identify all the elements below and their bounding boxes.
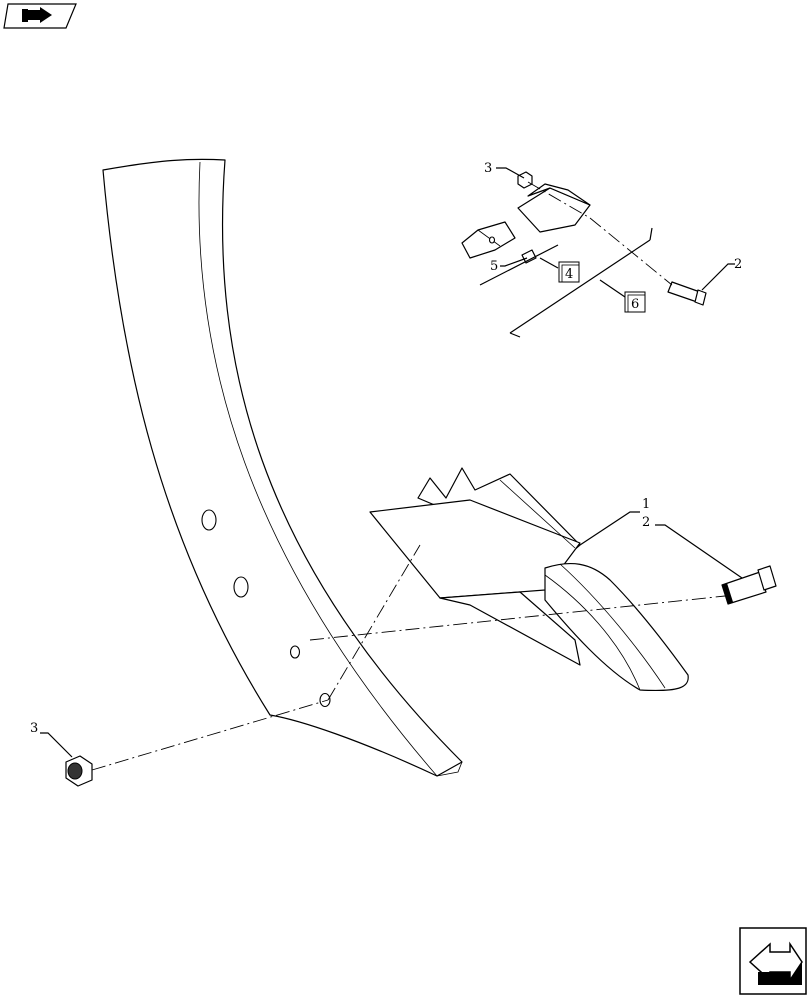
next-page-arrow-icon[interactable] [739,927,807,995]
shank [102,158,463,777]
callout-4-box: 4 [558,261,580,283]
shank-hole-4 [319,692,331,708]
svg-text:6: 6 [631,297,639,312]
callout-2-main: 2 [642,515,650,530]
shank-hole-2 [233,576,249,598]
callout-3-inset: 3 [484,161,492,176]
callout-6-box: 6 [624,291,646,313]
shank-hole-3 [289,645,301,659]
inset-detail [461,167,735,338]
nut-main [65,755,93,787]
point-assembly [369,467,689,692]
callout-5-inset: 5 [490,259,498,274]
callout-1: 1 [642,497,650,512]
bolt-main [721,565,777,605]
assembly-lines-main [91,544,726,771]
book-arrow-icon[interactable] [3,3,77,29]
shank-hole-1 [201,509,217,531]
svg-text:4: 4 [565,267,573,282]
callout-3-main: 3 [30,721,38,736]
leaders-main [40,511,743,758]
callout-2-inset: 2 [734,257,742,272]
